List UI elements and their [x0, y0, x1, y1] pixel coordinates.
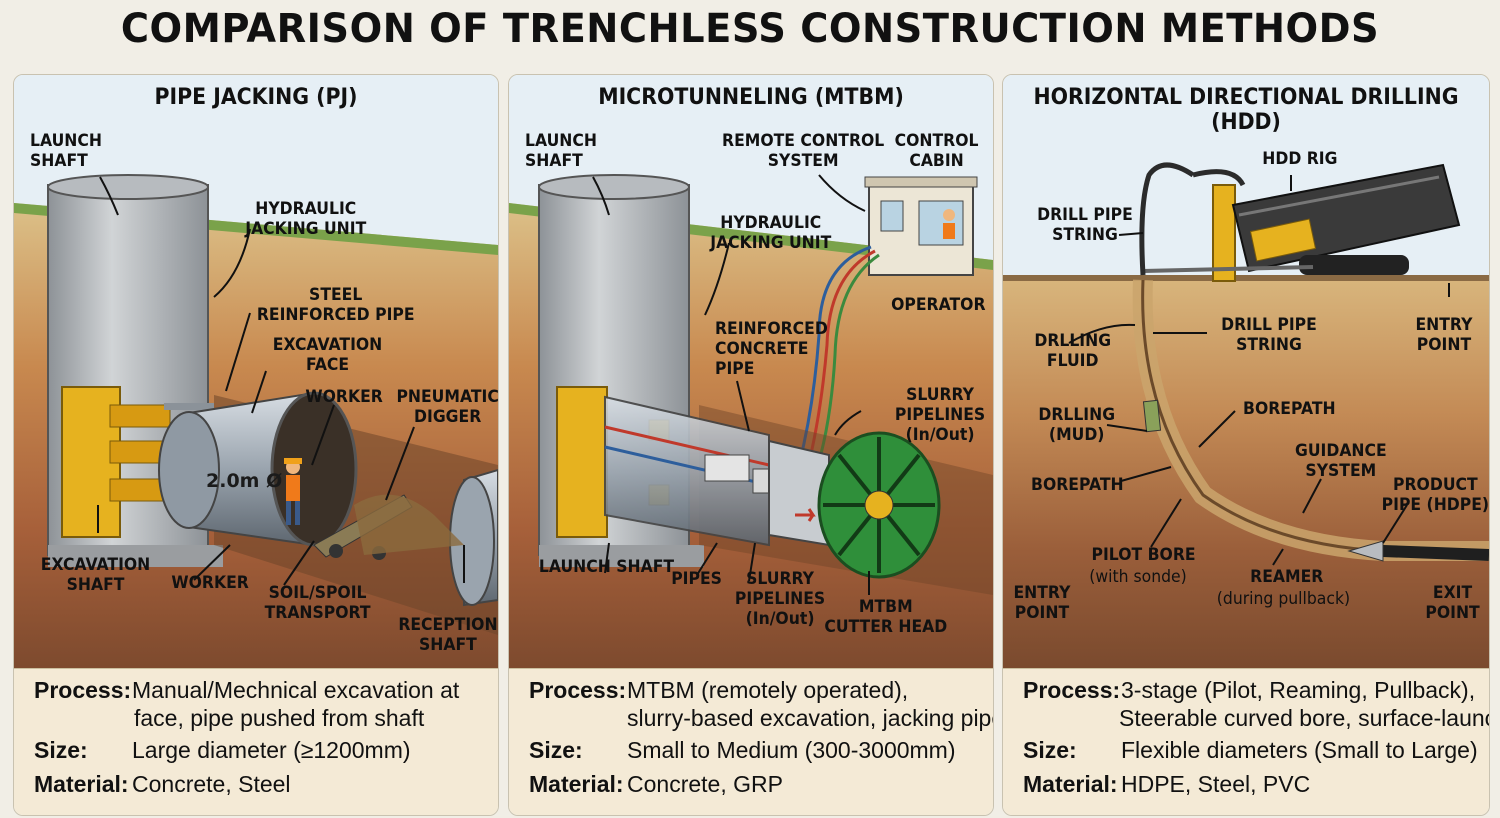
label-reamer-sub: (during pullback) — [1216, 589, 1351, 609]
panel-hdd: HORIZONTAL DIRECTIONAL DRILLING (HDD) HD… — [1002, 74, 1490, 816]
process-value-line2: face, pipe pushed from shaft — [134, 705, 425, 731]
size-value: Flexible diameters (Small to Large) — [1121, 737, 1478, 763]
label-pilot-bore: PILOT BORE — [1091, 545, 1196, 565]
material-value: Concrete, GRP — [627, 771, 783, 797]
label-borepath-left: BOREPATH — [1031, 475, 1124, 495]
microtunneling-illustration — [509, 75, 993, 669]
process-value: MTBM (remotely operated), — [627, 677, 909, 703]
process-key: Process: — [529, 677, 627, 703]
label-borepath-top: BOREPATH — [1243, 399, 1336, 419]
material-key: Material: — [1023, 771, 1118, 797]
label-drilling-mud: DRLLING(MUD) — [1038, 405, 1116, 445]
info-box-pj: Process:Manual/Mechnical excavation at f… — [14, 668, 498, 815]
label-hdd-rig: HDD RIG — [1262, 149, 1338, 169]
label-launch-shaft-bottom: LAUNCH SHAFT — [538, 557, 675, 577]
size-value: Large diameter (≥1200mm) — [132, 737, 411, 763]
process-value: 3-stage (Pilot, Reaming, Pullback), — [1121, 677, 1476, 703]
size-key: Size: — [529, 737, 583, 763]
diameter-label: 2.0m Ø — [206, 470, 282, 492]
label-operator: OPERATOR — [891, 295, 986, 315]
process-value-line2: slurry-based excavation, jacking pipe — [627, 705, 994, 731]
info-box-mtbm: Process:MTBM (remotely operated), slurry… — [509, 668, 993, 815]
size-value: Small to Medium (300-3000mm) — [627, 737, 956, 763]
label-pipes: PIPES — [671, 569, 722, 589]
label-worker-top: WORKER — [305, 387, 383, 407]
panel-title-mtbm: MICROTUNNELING (MTBM) — [598, 85, 904, 110]
page-title: COMPARISON OF TRENCHLESS CONSTRUCTION ME… — [120, 6, 1380, 52]
info-box-hdd: Process:3-stage (Pilot, Reaming, Pullbac… — [1003, 668, 1489, 815]
panel-title-hdd: HORIZONTAL DIRECTIONAL DRILLING (HDD) — [1033, 85, 1459, 135]
process-value: Manual/Mechnical excavation at — [132, 677, 460, 703]
process-key: Process: — [1023, 677, 1121, 703]
material-value: HDPE, Steel, PVC — [1121, 771, 1311, 797]
label-worker-bottom: WORKER — [171, 573, 249, 593]
size-key: Size: — [1023, 737, 1077, 763]
hdd-illustration — [1003, 75, 1489, 669]
label-pilot-bore-sub: (with sonde) — [1089, 567, 1187, 587]
material-value: Concrete, Steel — [132, 771, 291, 797]
material-key: Material: — [34, 771, 129, 797]
process-key: Process: — [34, 677, 132, 703]
panel-title-pj: PIPE JACKING (PJ) — [154, 85, 358, 110]
material-key: Material: — [529, 771, 624, 797]
label-reamer: REAMER — [1250, 567, 1324, 587]
size-key: Size: — [34, 737, 88, 763]
process-value-line2: Steerable curved bore, surface-launched — [1119, 705, 1489, 731]
pipe-jacking-illustration: 2.0m Ø — [14, 75, 498, 669]
